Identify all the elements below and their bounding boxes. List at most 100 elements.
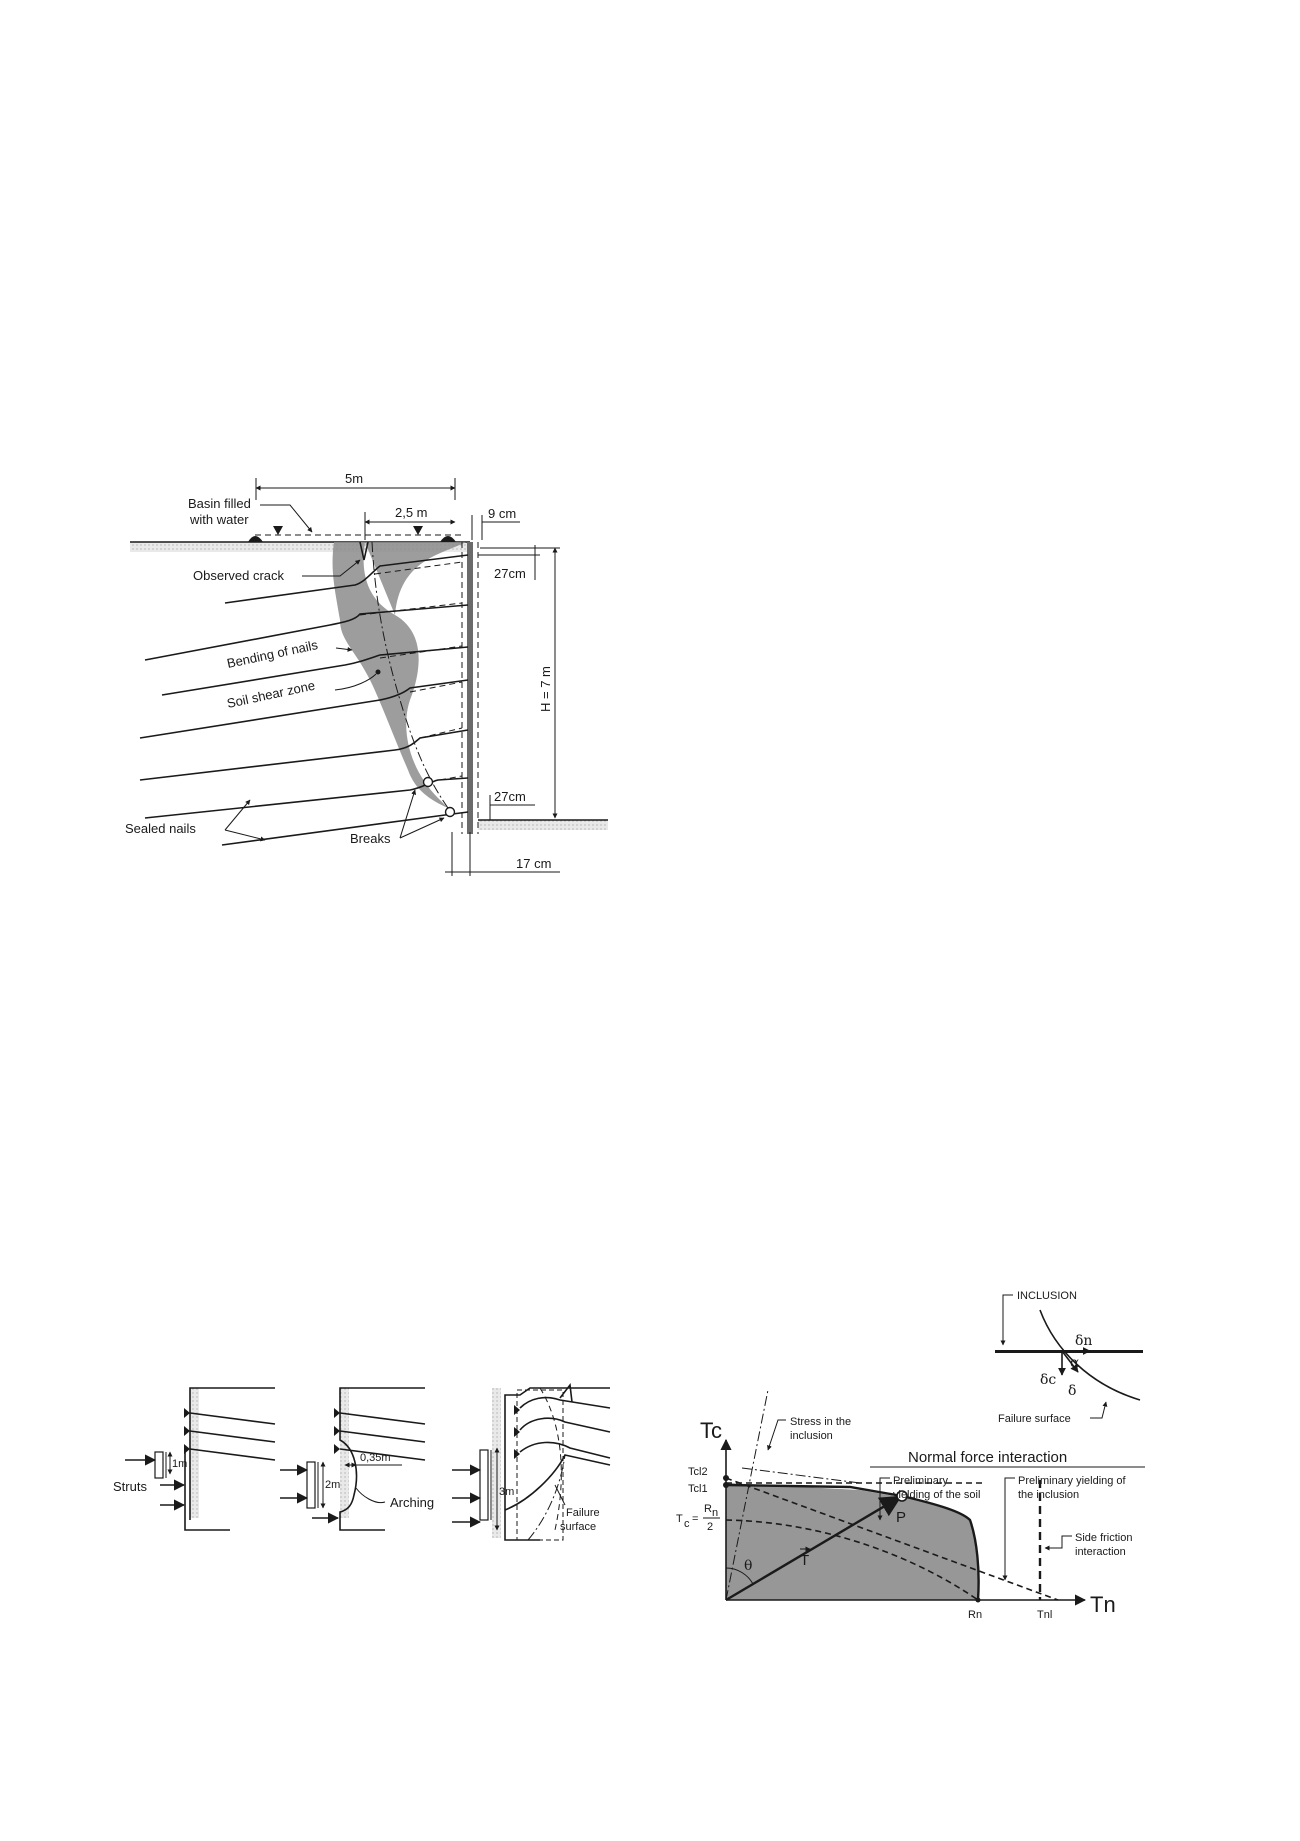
label-struts: Struts: [113, 1479, 147, 1494]
excavation-stages-figure: 1m Struts 2m 0,35m Arching: [113, 1382, 611, 1541]
yield-boundary-curve: [901, 1494, 980, 1601]
svg-text:T: T: [676, 1513, 683, 1525]
label-inclusion: INCLUSION: [1017, 1290, 1077, 1302]
label-side-friction2: interaction: [1075, 1546, 1126, 1558]
label-3m: 3m: [499, 1486, 514, 1498]
label-point-p: P: [896, 1509, 906, 1526]
dimension-27cm-top: 27cm: [478, 545, 540, 581]
angle-ray: [741, 1467, 861, 1484]
nail: [519, 1396, 611, 1409]
label-tcl2: Tcl2: [688, 1466, 708, 1478]
label-normal-force: Normal force interaction: [908, 1449, 1067, 1466]
wall-facing: [461, 542, 479, 834]
label-9cm: 9 cm: [488, 506, 516, 521]
label-arching: Arching: [390, 1495, 434, 1510]
nail: [139, 729, 469, 781]
label-failure-line1: Failure: [566, 1507, 600, 1519]
label-alpha: α: [1070, 1355, 1080, 1371]
yield-boundary: [725, 1483, 903, 1498]
label-1m: 1m: [172, 1458, 187, 1470]
stage-arching: 2m 0,35m Arching: [280, 1387, 434, 1531]
label-27cm-bottom: 27cm: [494, 789, 526, 804]
dimension-17cm: 17 cm: [445, 832, 560, 876]
nail: [144, 604, 469, 661]
label-2m: 2m: [325, 1479, 340, 1491]
shear-zone-dot: [375, 669, 381, 675]
label-theta: θ: [744, 1558, 752, 1574]
shaded-region: [726, 1483, 979, 1600]
break-point: [444, 806, 456, 818]
basin: [248, 526, 465, 542]
label-stress-line2: inclusion: [790, 1430, 833, 1442]
nail: [519, 1417, 611, 1433]
svg-text:2: 2: [707, 1521, 713, 1533]
nail: [139, 679, 469, 739]
ground-surface: [130, 541, 608, 830]
label-0-35m: 0,35m: [360, 1452, 391, 1464]
label-height: H = 7 m: [538, 666, 553, 712]
label-basin-line1: Basin filled: [188, 496, 251, 511]
label-tn-axis: Tn: [1090, 1592, 1116, 1617]
nail: [339, 1412, 426, 1425]
label-basin-line2: with water: [189, 512, 249, 527]
dimension-5m: 5m: [255, 471, 456, 500]
tc-equation: T c = R n 2: [676, 1503, 720, 1533]
nails: [139, 554, 469, 846]
nail: [339, 1448, 426, 1461]
nail: [224, 554, 469, 604]
theta-arc: [725, 1567, 754, 1585]
label-observed-crack: Observed crack: [193, 568, 285, 583]
stage-failure: 3m Failure surface: [452, 1382, 611, 1541]
label-side-friction1: Side friction: [1075, 1532, 1132, 1544]
point-p-marker: [896, 1490, 908, 1502]
label-27cm-top: 27cm: [494, 566, 526, 581]
nail: [221, 811, 469, 846]
label-vector-t: T: [800, 1552, 809, 1569]
inclusion-sketch: INCLUSION δn α δc δ Failure surface: [995, 1290, 1143, 1425]
svg-text:R: R: [704, 1503, 712, 1515]
dimension-27cm-bottom: 27cm: [489, 789, 535, 820]
shaded-admissible-region: [726, 1593, 977, 1649]
nail: [519, 1441, 611, 1459]
label-failure-line2: surface: [560, 1521, 596, 1533]
nail: [504, 1454, 611, 1511]
observed-crack-mark: [359, 541, 369, 561]
label-breaks: Breaks: [350, 831, 391, 846]
svg-text:n: n: [712, 1507, 718, 1519]
label-prelim-soil1: Preliminary: [893, 1475, 949, 1487]
label-delta: δ: [1068, 1383, 1076, 1399]
break-point: [422, 776, 434, 788]
label-tcl1: Tcl1: [688, 1483, 708, 1495]
water-level-icon: [273, 526, 283, 535]
label-tc-axis: Tc: [700, 1418, 722, 1443]
dimension-2-5m: 2,5 m: [364, 505, 456, 540]
label-5m: 5m: [345, 471, 363, 486]
label-prelim-incl1: Preliminary yielding of: [1018, 1475, 1127, 1487]
displacement-dashes: [359, 561, 463, 781]
label-sealed-nails: Sealed nails: [125, 821, 196, 836]
svg-text:c: c: [684, 1518, 690, 1530]
nail: [189, 1430, 276, 1443]
soil-nail-wall-figure: 5m 2,5 m 9 cm Basin filled with water Ob…: [125, 471, 608, 876]
tension-vector: [725, 1495, 902, 1602]
nail: [189, 1448, 276, 1461]
label-failure-surface: Failure surface: [998, 1413, 1071, 1425]
label-stress-line1: Stress in the: [790, 1416, 851, 1428]
nail: [161, 646, 469, 696]
label-prelim-incl2: the inclusion: [1018, 1489, 1079, 1501]
stage-struts: 1m Struts: [113, 1387, 276, 1531]
label-rn: Rn: [968, 1609, 982, 1621]
label-17cm: 17 cm: [516, 856, 551, 871]
nail: [189, 1412, 276, 1425]
svg-text:=: =: [692, 1513, 698, 1525]
interaction-diagram-figure: INCLUSION δn α δc δ Failure surface Tc T…: [676, 1290, 1145, 1649]
dimension-height: H = 7 m: [480, 547, 560, 819]
label-delta-n: δn: [1075, 1333, 1092, 1349]
water-level-icon: [413, 526, 423, 535]
dimension-9cm: 9 cm: [471, 506, 520, 540]
label-delta-c: δc: [1040, 1372, 1056, 1388]
label-prelim-soil2: yielding of the soil: [893, 1489, 980, 1501]
soil-shear-zone-shape: [332, 542, 448, 808]
label-tnl: Tnl: [1037, 1609, 1052, 1621]
